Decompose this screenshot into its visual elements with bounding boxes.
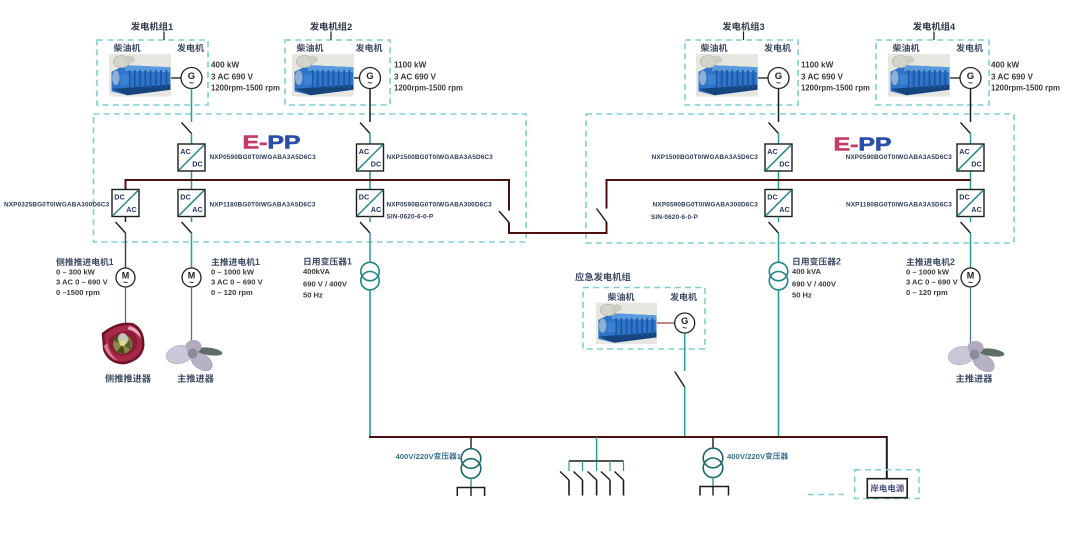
svg-text:AC: AC bbox=[779, 205, 789, 214]
svg-text:DC: DC bbox=[779, 160, 789, 169]
svg-text:NXP0590BG0T0IWGABA3A5D6C3: NXP0590BG0T0IWGABA3A5D6C3 bbox=[210, 154, 317, 161]
svg-text:DC: DC bbox=[371, 160, 381, 169]
svg-text:3 AC 690 V: 3 AC 690 V bbox=[991, 72, 1034, 81]
svg-text:400 kVA: 400 kVA bbox=[792, 267, 822, 276]
svg-text:3 AC 0 – 690 V: 3 AC 0 – 690 V bbox=[56, 278, 109, 287]
svg-text:DC: DC bbox=[114, 193, 124, 202]
svg-text:3: 3 bbox=[760, 22, 765, 32]
svg-text:~: ~ bbox=[368, 78, 373, 88]
svg-text:4: 4 bbox=[950, 22, 956, 32]
svg-text:~: ~ bbox=[123, 277, 128, 287]
svg-text:AC: AC bbox=[371, 205, 381, 214]
svg-text:3 AC 690 V: 3 AC 690 V bbox=[394, 72, 437, 81]
svg-text:G: G bbox=[366, 71, 373, 82]
svg-text:1: 1 bbox=[457, 452, 462, 461]
svg-text:NXP0325BG0T0IWGABA300D6C3: NXP0325BG0T0IWGABA300D6C3 bbox=[4, 202, 110, 209]
svg-text:DC: DC bbox=[192, 160, 202, 169]
svg-text:400 kW: 400 kW bbox=[991, 60, 1019, 69]
svg-text:2: 2 bbox=[950, 257, 955, 267]
svg-text:AC: AC bbox=[180, 147, 190, 156]
svg-text:NXP0590BG0T0IWGABA3A5D6C3: NXP0590BG0T0IWGABA3A5D6C3 bbox=[846, 154, 953, 161]
svg-text:50 Hz: 50 Hz bbox=[303, 291, 323, 300]
svg-text:NXP0590BG0T0IWGABA300D6C3: NXP0590BG0T0IWGABA300D6C3 bbox=[653, 202, 759, 209]
svg-text:G: G bbox=[967, 71, 974, 82]
svg-text:E-PP: E-PP bbox=[243, 132, 301, 152]
svg-text:SIN-0620-6-0-P: SIN-0620-6-0-P bbox=[651, 214, 698, 221]
svg-text:~: ~ bbox=[189, 78, 194, 88]
svg-text:1200rpm-1500 rpm: 1200rpm-1500 rpm bbox=[991, 84, 1060, 93]
svg-text:1100 kW: 1100 kW bbox=[394, 60, 427, 69]
svg-text:AC: AC bbox=[126, 205, 136, 214]
svg-text:AC: AC bbox=[959, 147, 969, 156]
svg-text:G: G bbox=[681, 316, 688, 327]
svg-text:2: 2 bbox=[836, 257, 841, 267]
svg-text:1200rpm-1500 rpm: 1200rpm-1500 rpm bbox=[211, 84, 280, 93]
svg-text:400 kW: 400 kW bbox=[211, 60, 239, 69]
svg-text:~: ~ bbox=[968, 277, 973, 287]
svg-text:DC: DC bbox=[971, 160, 981, 169]
svg-text:AC: AC bbox=[971, 205, 981, 214]
svg-text:DC: DC bbox=[180, 193, 190, 202]
svg-text:M: M bbox=[122, 270, 130, 280]
svg-text:1: 1 bbox=[347, 257, 352, 267]
svg-text:0 – 1000 kW: 0 – 1000 kW bbox=[211, 268, 255, 277]
svg-text:NXP1500BG0T0IWGABA3A5D6C3: NXP1500BG0T0IWGABA3A5D6C3 bbox=[652, 154, 759, 161]
svg-text:DC: DC bbox=[959, 193, 969, 202]
svg-text:690 V / 400V: 690 V / 400V bbox=[303, 280, 348, 289]
svg-text:~: ~ bbox=[968, 78, 973, 88]
svg-text:NXP1180BG0T0IWGABA3A5D6C3: NXP1180BG0T0IWGABA3A5D6C3 bbox=[210, 202, 316, 209]
svg-text:~: ~ bbox=[189, 277, 194, 287]
svg-text:0 – 120 rpm: 0 – 120 rpm bbox=[211, 288, 253, 297]
svg-text:400V/220V: 400V/220V bbox=[396, 452, 435, 461]
svg-text:M: M bbox=[188, 270, 196, 280]
svg-text:0 –1500 rpm: 0 –1500 rpm bbox=[56, 288, 100, 297]
svg-text:3 AC 0 – 690 V: 3 AC 0 – 690 V bbox=[906, 278, 959, 287]
svg-text:AC: AC bbox=[359, 147, 369, 156]
svg-text:50 Hz: 50 Hz bbox=[792, 291, 812, 300]
svg-text:NXP1500BG0T0IWGABA3A5D6C3: NXP1500BG0T0IWGABA3A5D6C3 bbox=[387, 154, 494, 161]
svg-text:0 – 1000 kW: 0 – 1000 kW bbox=[906, 268, 950, 277]
svg-text:NXP0590BG0T0IWGABA300D6C3: NXP0590BG0T0IWGABA300D6C3 bbox=[387, 202, 493, 209]
svg-text:690 V / 400V: 690 V / 400V bbox=[792, 280, 837, 289]
svg-text:3 AC 0 – 690 V: 3 AC 0 – 690 V bbox=[211, 278, 264, 287]
svg-text:400V/220V: 400V/220V bbox=[727, 452, 766, 461]
svg-text:3 AC 690 V: 3 AC 690 V bbox=[801, 72, 844, 81]
svg-text:NXP1180BG0T0IWGABA3A5D6C3: NXP1180BG0T0IWGABA3A5D6C3 bbox=[846, 202, 952, 209]
svg-text:G: G bbox=[188, 71, 195, 82]
svg-text:1: 1 bbox=[109, 257, 114, 267]
svg-text:E-PP: E-PP bbox=[834, 134, 892, 154]
svg-text:1200rpm-1500 rpm: 1200rpm-1500 rpm bbox=[394, 84, 463, 93]
svg-text:0 – 120 rpm: 0 – 120 rpm bbox=[906, 288, 948, 297]
svg-text:1: 1 bbox=[168, 22, 173, 32]
svg-text:400kVA: 400kVA bbox=[303, 267, 330, 276]
svg-text:DC: DC bbox=[359, 193, 369, 202]
svg-text:SIN-0620-6-0-P: SIN-0620-6-0-P bbox=[387, 214, 434, 221]
svg-text:1200rpm-1500 rpm: 1200rpm-1500 rpm bbox=[801, 84, 870, 93]
svg-text:~: ~ bbox=[776, 78, 781, 88]
svg-text:~: ~ bbox=[682, 323, 687, 333]
svg-text:AC: AC bbox=[192, 205, 202, 214]
svg-text:M: M bbox=[967, 270, 975, 280]
svg-text:G: G bbox=[775, 71, 782, 82]
svg-text:DC: DC bbox=[767, 193, 777, 202]
svg-text:0 – 300 kW: 0 – 300 kW bbox=[56, 268, 96, 277]
svg-text:2: 2 bbox=[347, 22, 352, 32]
svg-text:AC: AC bbox=[767, 147, 777, 156]
svg-text:3 AC 690 V: 3 AC 690 V bbox=[211, 72, 254, 81]
svg-text:1100 kW: 1100 kW bbox=[801, 60, 834, 69]
svg-text:1: 1 bbox=[255, 257, 260, 267]
